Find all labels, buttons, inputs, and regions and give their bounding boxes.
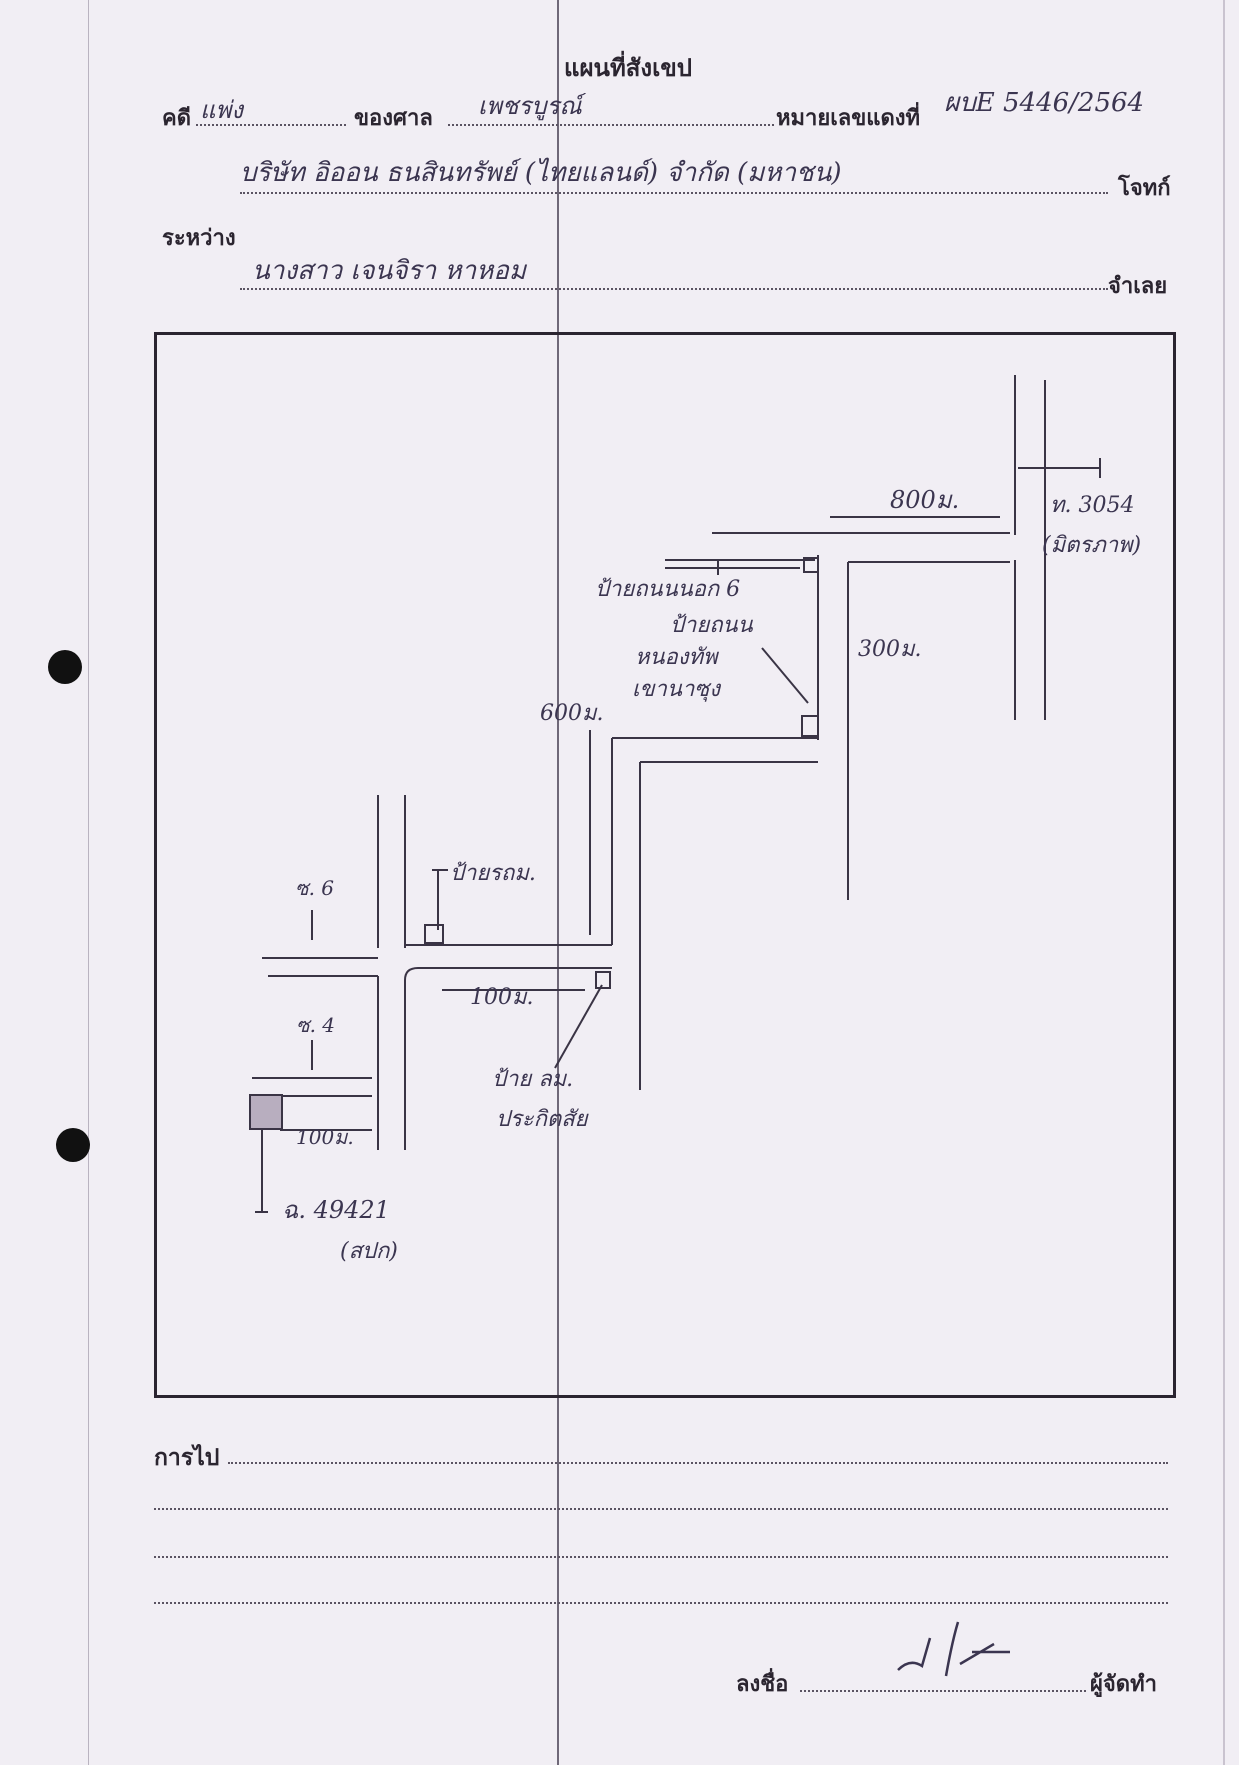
route-label: การไป xyxy=(154,1445,220,1471)
plaintiff-value: บริษัท อิออน ธนสินทรัพย์ (ไทยแลนด์) จำกั… xyxy=(240,158,842,188)
court-value: เพชรบูรณ์ xyxy=(478,92,582,120)
mid-sign-pointer xyxy=(761,647,809,704)
red-number-label: หมายเลขแดงที่ xyxy=(776,106,920,131)
defendant-label: จำเลย xyxy=(1108,274,1168,299)
label-soi-6: ซ. 6 xyxy=(295,876,334,900)
defendant-dotted-line xyxy=(240,288,1108,290)
punch-hole-bottom xyxy=(56,1128,90,1162)
school-sign-pointer xyxy=(554,984,603,1069)
land-plot-marker xyxy=(249,1094,283,1130)
page-edge-left xyxy=(88,0,89,1765)
route-dotted-line-4 xyxy=(154,1602,1168,1604)
case-dotted-line xyxy=(196,124,346,126)
maker-label: ผู้จัดทำ xyxy=(1090,1672,1157,1697)
sign-label: ลงชื่อ xyxy=(736,1672,789,1697)
route-dotted-line-3 xyxy=(154,1556,1168,1558)
court-label: ของศาล xyxy=(354,106,433,131)
plaintiff-dotted-line xyxy=(240,192,1108,194)
label-dist-800: 800ม. xyxy=(890,486,959,514)
sign-mid-box xyxy=(801,715,819,737)
fold-line xyxy=(557,0,559,1765)
label-sign-mid-1: ป้ายถนน xyxy=(670,613,754,638)
defendant-value: นางสาว เจนจิรา หาหอม xyxy=(252,256,526,286)
label-soi-4: ซ. 4 xyxy=(296,1013,335,1037)
road-lines xyxy=(252,375,1101,1213)
label-sign-top: ป้ายถนนนอก 6 xyxy=(595,577,740,602)
label-deed-note: (สปก) xyxy=(340,1239,398,1264)
school-sign-box xyxy=(595,971,611,989)
label-dist-300: 300ม. xyxy=(858,637,922,662)
map-frame xyxy=(154,332,1176,1398)
label-dist-100-mid: 100ม. xyxy=(470,985,534,1010)
label-sign-mid-2: หนองทัพ xyxy=(635,645,720,670)
route-dotted-line-2 xyxy=(154,1508,1168,1510)
punch-hole-top xyxy=(48,650,82,684)
signature xyxy=(897,1621,1010,1677)
page-title: แผนที่สังเขป xyxy=(564,54,692,82)
plaintiff-label: โจทก์ xyxy=(1118,176,1171,201)
route-dotted-line-1 xyxy=(228,1462,1168,1464)
label-sign-bus: ป้ายรถม. xyxy=(450,861,536,886)
page-edge-right xyxy=(1223,0,1225,1765)
label-sign-school-2: ประกิตสัย xyxy=(496,1107,590,1132)
sign-top-box xyxy=(803,557,819,573)
between-label: ระหว่าง xyxy=(162,226,236,251)
label-sign-mid-3: เขานาซุง xyxy=(632,677,722,702)
label-road-3054-note: (มิตรภาพ) xyxy=(1042,533,1141,558)
label-dist-600: 600ม. xyxy=(540,701,604,726)
label-road-3054: ท. 3054 xyxy=(1050,493,1134,518)
case-value: แพ่ง xyxy=(200,96,244,124)
court-dotted-line xyxy=(448,124,774,126)
label-dist-100-low: 100ม. xyxy=(296,1125,354,1149)
label-sign-school-1: ป้าย ลม. xyxy=(492,1067,573,1092)
red-number-value: ผบE 5446/2564 xyxy=(944,88,1145,118)
road-100-mid xyxy=(404,967,612,1150)
label-deed: ฉ. 49421 xyxy=(282,1196,390,1224)
bus-sign-box xyxy=(424,924,444,944)
case-label: คดี xyxy=(162,106,192,131)
sign-dotted-line xyxy=(800,1690,1086,1692)
